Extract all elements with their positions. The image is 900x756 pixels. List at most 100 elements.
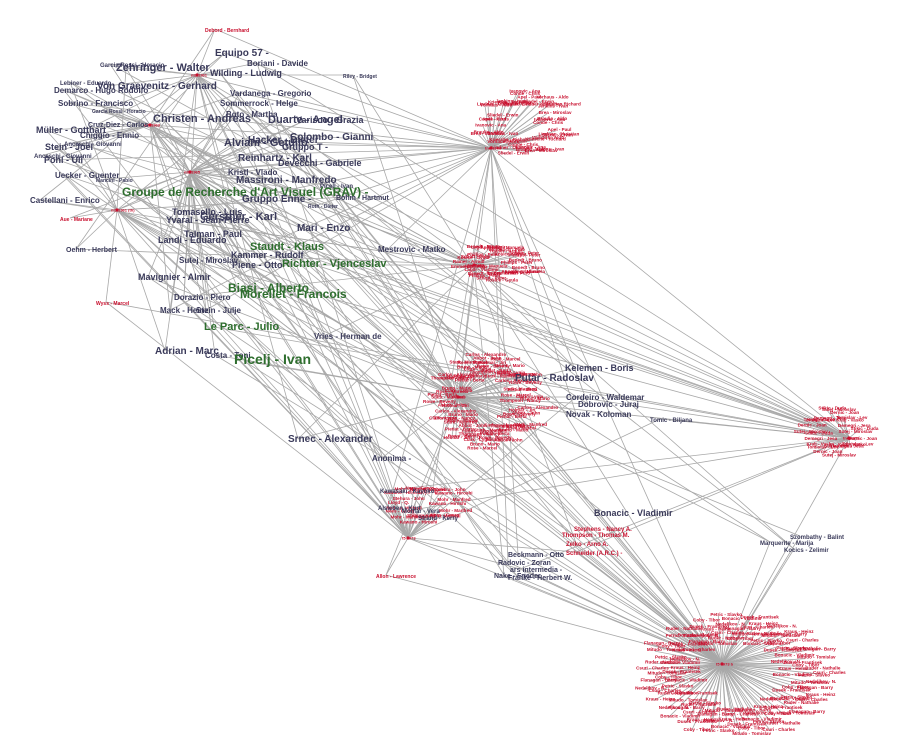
edge [233,142,492,149]
hub-edge [196,74,492,149]
cluster-member-label: Braulio - Aldo [504,102,534,107]
edge [125,67,198,76]
cluster-member-label: Bruno - Mario [442,385,472,390]
cluster-member-label: Flanagan - Barry [789,709,826,714]
cluster-member-label: Vorhaus - Aldo [487,139,519,144]
cluster-member-label: Dernic - Joan [830,410,859,415]
cluster-member-label: Nedeljkov - N. [806,679,836,684]
cluster-member-label: Kawano - Hiroshi [384,490,422,495]
cluster-member-label: Bonacic - Vladimir [773,672,813,677]
edge [164,171,191,352]
cluster-member-label: Kraus - Heinz [784,629,814,634]
edge [297,396,459,440]
cluster-spoke [490,142,512,149]
artist-node-label: Franke - Herbert W. [508,575,572,582]
cluster-member-label: Flanagan - Barry [735,707,772,712]
edge [162,118,191,173]
cluster-member-label: Kralj - Vasko [807,417,835,422]
cluster-spoke [845,426,850,439]
cluster-member-label: Kosice - Gyula [486,277,518,282]
exhibition-hub-label: t5 1973 [402,536,416,541]
edge [116,196,347,211]
artist-node-label: Mestrovic - Matko [378,245,446,254]
cluster-spoke [490,98,545,149]
edge [196,74,289,164]
cluster-member-label: Braulio - Aldo [516,147,546,152]
cluster-member-label: Vorhaus - Aldo [480,102,512,107]
cluster-spoke [848,429,859,439]
cluster-member-label: Tomislav - Lev [804,417,836,422]
cluster-spoke [481,133,492,149]
artist-node-label: Staudt - Klaus [250,241,324,253]
cluster-spoke [697,627,723,665]
hub-edge [189,171,723,665]
edge [116,209,383,459]
edge [116,209,771,543]
edge [105,178,118,211]
cluster-member-label: Stikic - Duda [805,431,833,436]
cluster-member-label: Holmar - Jiri [509,372,536,377]
edge [571,533,723,665]
cluster-spoke [457,396,489,436]
cluster-member-label: Kawano - Hiroshi [429,501,467,506]
edge [473,264,576,369]
cluster-member-label: Flanagan - Barry [644,640,681,645]
edge [575,437,850,553]
cluster-spoke [712,663,723,713]
cluster-spoke [721,663,726,711]
exhibition-hub-node [720,662,724,666]
cluster-member-label: Nees - Georg [386,509,415,514]
cluster-spoke [457,396,467,428]
edge [189,171,771,543]
cluster-member-label: Carlos - Alexandro [517,405,558,410]
cluster-member-label: Phillips - Peter [508,253,540,258]
cluster-member-label: Ruder - Nathalie [784,700,820,705]
edge [189,171,526,379]
cluster-spoke [721,663,815,697]
edge [73,142,118,211]
edge [69,171,191,219]
cluster-member-label: Abbot - John [513,372,542,377]
edge [243,360,459,398]
cluster-member-label: Nedeljkov - N. [689,633,719,638]
hub-edge [407,537,723,665]
cluster-member-label: Sutej - Miroslav [839,429,873,434]
cluster-member-label: Nedeljkov - N. [703,718,733,723]
cluster-member-label: Bruno - Mario [457,364,487,369]
cluster-spoke [487,106,492,149]
cluster-member-label: Stark - Manfred [431,394,465,399]
artist-node-label: Mavignier - Almir [138,272,211,282]
edge [53,147,492,161]
edge [213,326,850,439]
edge [149,124,183,213]
edge [54,124,151,148]
artist-node-label: Tomic - Biljana [650,418,693,424]
edge [196,74,576,369]
edge [147,171,191,278]
cluster-member-label: Kralj - Vasko [836,418,864,423]
edge [149,124,577,415]
edge [189,171,215,328]
exhibition-hub-label: tnd 1968 [485,146,502,151]
cluster-spoke [490,107,547,149]
cluster-member-label: Ruder - Nathalie [786,646,822,651]
edge [45,129,850,439]
cluster-spoke [454,377,459,398]
cluster-member-label: Rose - Marcel [501,392,531,397]
artist-node-label: Mari - Enzo [297,223,350,234]
cluster-spoke [457,366,504,398]
exhibition-hub-label: tnd 1973 [843,436,860,441]
edge [189,171,519,578]
hub-edge [149,124,459,398]
cluster-spoke [445,396,459,407]
cluster-member-label: Mitudo - Tomislav [648,671,687,676]
cluster-member-label: Abbot - John [512,411,541,416]
artist-node-label: Landi - Eduardo [158,235,227,245]
cluster-member-label: Appelong - Manuela [464,263,508,268]
cluster-member-label: Clark - Lygia [464,366,492,371]
edge [149,124,589,405]
cluster-member-label: Rose - Marcel [448,418,478,423]
cluster-member-label: Schott - Peter [476,276,506,281]
edge [257,139,850,439]
cluster-member-label: Petric - Slavko [798,673,830,678]
